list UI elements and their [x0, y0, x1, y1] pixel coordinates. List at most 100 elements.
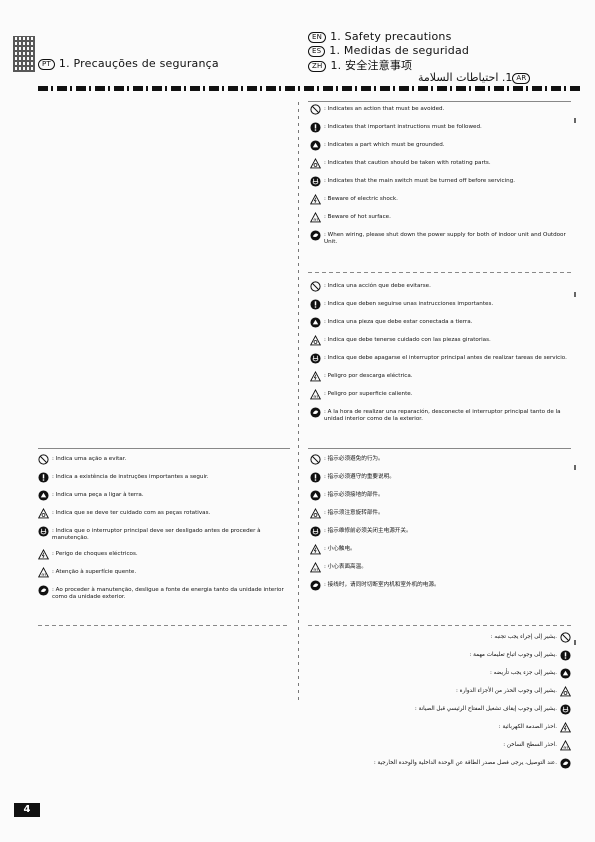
- safety-symbol-text: : Indica una acción que debe evitarse.: [324, 283, 431, 289]
- mandatory-icon: [38, 472, 49, 483]
- safety-symbol-item: : A la hora de realizar una reparación, …: [310, 407, 575, 423]
- safety-symbol-item: : Beware of hot surface.: [309, 211, 575, 223]
- safety-symbol-item: : يشير إلى وجوب إيقاف تشغيل المفتاح الرئ…: [306, 704, 571, 715]
- section-pt: : Indica uma ação a evitar. : Indica a ex…: [37, 454, 293, 608]
- lang-badge-zh: ZH: [308, 61, 327, 72]
- unplug-icon: [310, 176, 321, 187]
- hand-icon: [38, 490, 49, 501]
- lang-badge-es: ES: [308, 46, 326, 57]
- safety-symbol-text: : Peligro por superficie caliente.: [324, 391, 413, 397]
- unplug-icon: [310, 526, 321, 537]
- safety-symbol-text: : Indicates an action that must be avoid…: [324, 106, 445, 112]
- safety-symbol-item: : Indicates that caution should be taken…: [309, 157, 575, 169]
- safety-symbol-text: : 指示必须遵守的重要说明。: [324, 474, 395, 480]
- safety-symbol-text: : 接线时，请同时切断室内机和室外机的电源。: [324, 582, 440, 588]
- header-ar: AR1. احتياطات السلامة: [418, 71, 534, 84]
- mandatory-icon: [310, 299, 321, 310]
- safety-symbol-item: : Indica que debe apagarse el interrupto…: [310, 353, 575, 364]
- margin-mark: [574, 640, 576, 645]
- prohibited-icon: [310, 281, 321, 292]
- title-ar: 1. احتياطات السلامة: [418, 71, 513, 84]
- section-es: : Indica una acción que debe evitarse. : …: [309, 281, 575, 430]
- safety-symbol-text: : Beware of electric shock.: [324, 196, 398, 202]
- mandatory-icon: [560, 650, 571, 661]
- safety-symbol-text: : 小心表面高温。: [324, 564, 367, 570]
- safety-symbol-text: : Indica una pieza que debe estar conect…: [324, 319, 473, 325]
- title-pt: 1. Precauções de segurança: [58, 57, 219, 70]
- safety-symbol-text: : يشير إلى وجوب إيقاف تشغيل المفتاح الرئ…: [414, 706, 557, 712]
- safety-symbol-text: : Indicates that the main switch must be…: [324, 178, 516, 184]
- safety-symbol-text: : Indica a existência de instruções impo…: [52, 474, 209, 480]
- safety-symbol-item: : يشير إلى جزء يجب تأريضه.: [306, 668, 571, 679]
- hot-surface-icon: [559, 739, 572, 751]
- safety-symbol-text: : 小心触电。: [324, 546, 356, 552]
- warning-icon: [309, 507, 322, 519]
- mandatory-icon: [310, 122, 321, 133]
- safety-symbol-item: : عند التوصيل، يرجى فصل مصدر الطاقة عن ا…: [306, 758, 571, 769]
- eco-icon: [310, 407, 321, 418]
- rule-es: [308, 272, 571, 273]
- safety-symbol-text: : Ao proceder à manutenção, desligue a f…: [52, 587, 284, 600]
- safety-symbol-item: : Indica que debe tenerse cuidado con la…: [309, 334, 575, 346]
- warning-icon: [309, 334, 322, 346]
- safety-symbol-text: : Beware of hot surface.: [324, 214, 391, 220]
- safety-symbol-item: : 小心表面高温。: [309, 561, 575, 573]
- safety-symbol-item: : Indica una acción que debe evitarse.: [310, 281, 575, 292]
- safety-symbol-item: : 指示须注意旋转部件。: [309, 507, 575, 519]
- margin-mark: [574, 118, 576, 123]
- safety-symbol-item: : 小心触电。: [309, 543, 575, 555]
- eco-icon: [310, 230, 321, 241]
- safety-symbol-text: : Indicates a part which must be grounde…: [324, 142, 445, 148]
- safety-symbol-text: : يشير إلى وجوب الحذر من الأجزاء الدوارة…: [456, 688, 557, 694]
- safety-symbol-text: : When wiring, please shut down the powe…: [324, 232, 566, 245]
- safety-symbol-item: : 指示必须遵守的重要说明。: [310, 472, 575, 483]
- safety-symbol-text: : A la hora de realizar una reparación, …: [324, 409, 561, 422]
- safety-symbol-text: : احذر الصدمة الكهربائية.: [498, 724, 557, 730]
- unplug-icon: [310, 353, 321, 364]
- safety-symbol-text: : Indica que debe apagarse el interrupto…: [324, 355, 567, 361]
- safety-symbol-item: : يشير إلى إجراء يجب تجنبه.: [306, 632, 571, 643]
- safety-symbol-item: : Indica que deben seguirse unas instruc…: [310, 299, 575, 310]
- safety-symbol-text: : Perigo de choques eléctricos.: [52, 551, 138, 557]
- eco-icon: [310, 580, 321, 591]
- safety-symbol-item: : Indica uma peça a ligar à terra.: [38, 490, 293, 501]
- safety-symbol-item: : يشير إلى وجوب الحذر من الأجزاء الدوارة…: [306, 685, 572, 697]
- safety-symbol-text: : Indica que o interruptor principal dev…: [52, 528, 261, 541]
- prohibited-icon: [310, 454, 321, 465]
- shock-icon: [37, 548, 50, 560]
- safety-symbol-text: : Peligro por descarga eléctrica.: [324, 373, 413, 379]
- safety-symbol-item: : Indica que o interruptor principal dev…: [38, 526, 293, 542]
- hot-surface-icon: [37, 566, 50, 578]
- safety-symbol-text: : 指示维修前必须关闭主电源开关。: [324, 528, 412, 534]
- prohibited-icon: [310, 104, 321, 115]
- prohibited-icon: [560, 632, 571, 643]
- safety-symbol-item: : Indica uma ação a evitar.: [38, 454, 293, 465]
- shock-icon: [309, 193, 322, 205]
- section-zh: : 指示必须避免的行为。 : 指示必须遵守的重要说明。 : 指示必须接地的部件。 : …: [309, 454, 575, 598]
- safety-symbol-item: : 指示维修前必须关闭主电源开关。: [310, 526, 575, 537]
- unplug-icon: [38, 526, 49, 537]
- header-divider: [38, 86, 583, 91]
- hot-surface-icon: [309, 211, 322, 223]
- title-es: 1. Medidas de seguridad: [329, 44, 470, 57]
- safety-symbol-text: : Indica que deben seguirse unas instruc…: [324, 301, 494, 307]
- safety-symbol-item: : Indicates an action that must be avoid…: [310, 104, 575, 115]
- safety-symbol-text: : احذر السطح الساخن.: [503, 742, 557, 748]
- section-ar: : يشير إلى إجراء يجب تجنبه. : يشير إلى وج…: [306, 632, 572, 776]
- safety-symbol-text: : 指示必须接地的部件。: [324, 492, 384, 498]
- safety-symbol-item: : Perigo de choques eléctricos.: [37, 548, 293, 560]
- safety-symbol-item: : Indica una pieza que debe estar conect…: [310, 317, 575, 328]
- safety-symbol-item: : Indicates that important instructions …: [310, 122, 575, 133]
- hand-icon: [310, 490, 321, 501]
- page-number: 4: [14, 803, 40, 817]
- safety-symbol-text: : عند التوصيل، يرجى فصل مصدر الطاقة عن ا…: [373, 760, 557, 766]
- safety-symbol-item: : Peligro por superficie caliente.: [309, 388, 575, 400]
- safety-symbol-item: : Atenção à superfície quente.: [37, 566, 293, 578]
- column-divider: [298, 100, 299, 700]
- safety-symbol-item: : 指示必须避免的行为。: [310, 454, 575, 465]
